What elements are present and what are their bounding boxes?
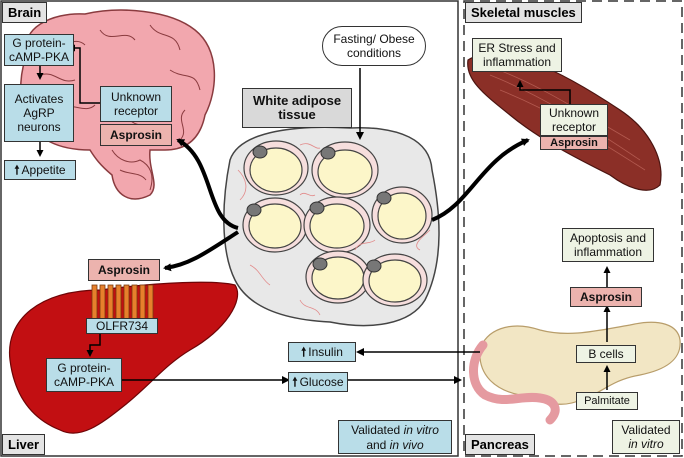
up-arrow-icon: 🠕 [292,375,298,389]
brain-asprosin-box: Asprosin [100,124,172,146]
validated-label: Validated [621,423,671,437]
glucose-label: Glucose [299,375,344,389]
muscle-asprosin-box: Asprosin [540,136,608,150]
brain-appetite-box: 🠕 Appetite [4,160,76,180]
region-label-liver: Liver [2,434,46,455]
insulin-label: Insulin [308,345,343,359]
b-cells-box: B cells [576,345,636,363]
asprosin-secretion-arrows [163,138,530,272]
palmitate-box: Palmitate [576,392,638,410]
brain-unknown-receptor-box: Unknown receptor [100,86,172,122]
in-vitro-label: in vitro [403,422,439,437]
adipose-tissue-illustration [223,126,440,327]
liver-arrows [86,333,480,384]
brain-agrp-box: Activates AgRP neurons [4,84,74,142]
insulin-box: 🠕 Insulin [288,342,356,362]
glucose-box: 🠕 Glucose [288,372,348,392]
region-label-brain: Brain [2,2,48,23]
white-adipose-tissue-label: White adipose tissue [242,88,352,128]
muscle-unknown-receptor-box: Unknown receptor [540,104,608,136]
region-label-pancreas: Pancreas [465,434,535,455]
validated-and: and [366,437,390,452]
liver-asprosin-box: Asprosin [88,259,160,281]
liver-validation-note: Validated in vitro and in vivo [338,420,452,454]
liver-illustration [8,281,239,434]
brain-arrows [36,44,100,157]
apoptosis-inflammation-box: Apoptosis and inflammation [562,228,654,262]
er-stress-box: ER Stress and inflammation [472,38,562,72]
region-label-skeletal-muscles: Skeletal muscles [465,2,582,23]
pancreas-asprosin-box: Asprosin [570,287,642,307]
brain-gprotein-box: G protein- cAMP-PKA [4,34,74,66]
muscle-arrows [516,80,571,104]
olfr734-box: OLFR734 [86,318,158,334]
pancreas-illustration [469,321,681,425]
brain-appetite-label: Appetite [21,163,66,177]
validated-prefix: Validated [351,422,404,437]
up-arrow-icon: 🠕 [14,163,20,177]
left-panel-frame [0,0,459,457]
up-arrow-icon: 🠕 [301,345,307,359]
in-vitro-label: in vitro [628,437,664,451]
pancreas-validation-note: Validated in vitro [612,420,680,454]
liver-gprotein-box: G protein- cAMP-PKA [46,358,122,392]
fasting-obese-conditions-label: Fasting/ Obese conditions [322,26,426,66]
in-vivo-label: in vivo [389,437,424,452]
